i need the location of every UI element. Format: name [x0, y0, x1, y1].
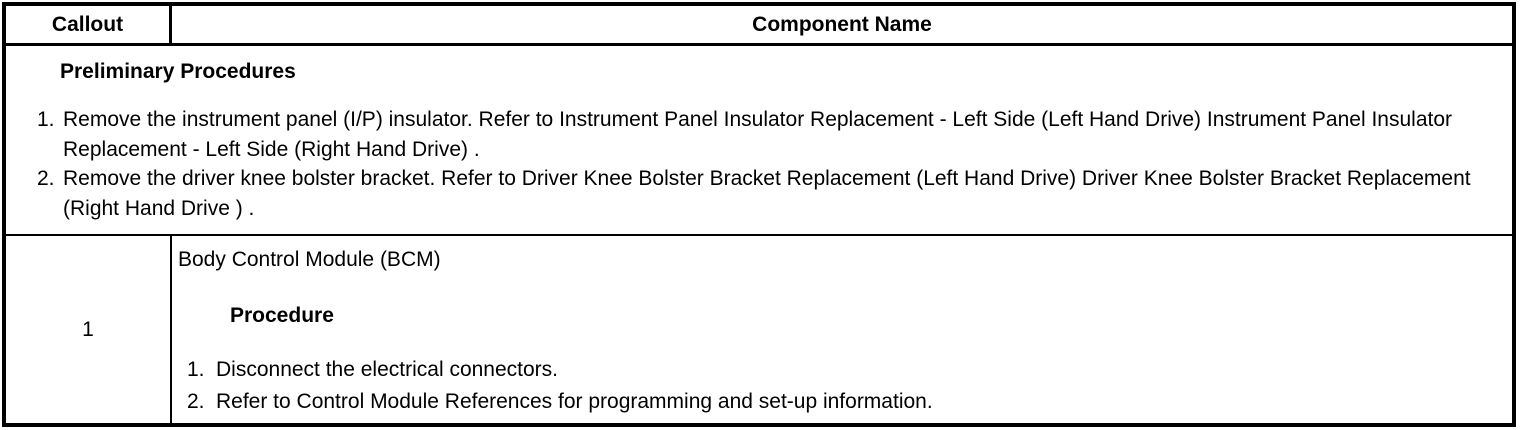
step-number: 1.	[37, 108, 55, 131]
step-number: 1.	[187, 358, 205, 381]
component-name-header-label: Component Name	[752, 12, 932, 36]
callout-header-label: Callout	[51, 12, 124, 36]
callout-value: 1	[82, 317, 94, 341]
callout-cell: 1	[6, 236, 172, 423]
table-row: 1 Body Control Module (BCM) Procedure 1.…	[6, 236, 1512, 423]
preliminary-procedures-section: Preliminary Procedures 1. Remove the ins…	[6, 46, 1512, 236]
procedure-step-1: 1. Disconnect the electrical connectors.	[187, 354, 1502, 386]
step-number: 2.	[37, 167, 55, 190]
step-text: Disconnect the electrical connectors.	[216, 358, 558, 381]
step-text: Remove the driver knee bolster bracket. …	[63, 167, 1471, 220]
procedure-step-2: 2. Refer to Control Module References fo…	[187, 386, 1502, 418]
preliminary-procedures-heading: Preliminary Procedures	[60, 60, 296, 83]
preliminary-procedures-list: 1. Remove the instrument panel (I/P) ins…	[37, 105, 1502, 223]
step-text: Remove the instrument panel (I/P) insula…	[63, 108, 1453, 161]
preliminary-step-2: 2. Remove the driver knee bolster bracke…	[37, 164, 1502, 223]
procedure-steps-list: 1. Disconnect the electrical connectors.…	[178, 354, 1502, 418]
preliminary-step-1: 1. Remove the instrument panel (I/P) ins…	[37, 105, 1502, 164]
procedure-heading: Procedure	[230, 304, 334, 327]
component-cell: Body Control Module (BCM) Procedure 1. D…	[172, 236, 1512, 423]
component-name-column-header: Component Name	[172, 6, 1512, 43]
table-header-row: Callout Component Name	[6, 6, 1512, 46]
callout-column-header: Callout	[6, 6, 172, 43]
component-name: Body Control Module (BCM)	[178, 248, 441, 271]
step-number: 2.	[187, 390, 205, 413]
step-text: Refer to Control Module References for p…	[216, 390, 933, 413]
